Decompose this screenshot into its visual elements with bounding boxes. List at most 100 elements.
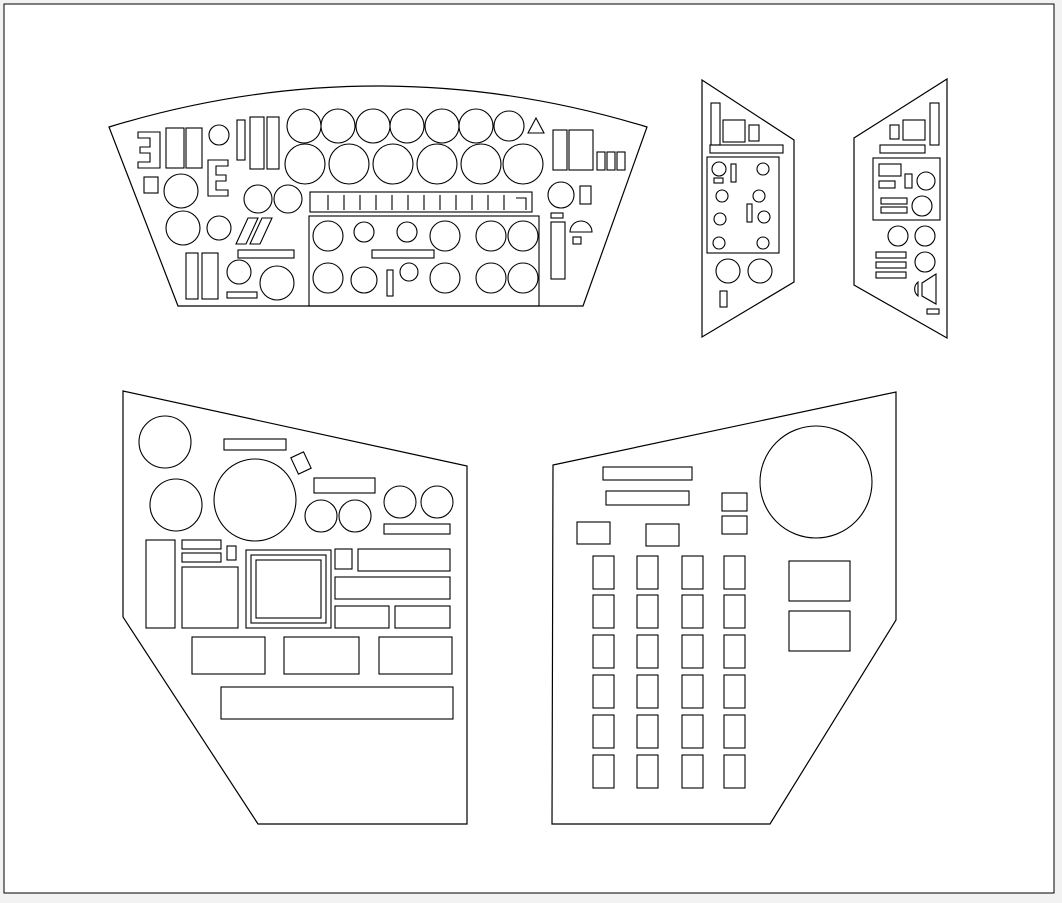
vertical-slot bbox=[266, 116, 280, 170]
central-gauge-cluster bbox=[308, 215, 540, 307]
toggle-switch-slot bbox=[592, 674, 615, 709]
small-switch bbox=[926, 308, 940, 315]
small-switch bbox=[748, 124, 760, 142]
label-strip bbox=[383, 523, 451, 535]
vertical-slot bbox=[165, 127, 185, 169]
label-strip bbox=[875, 261, 907, 269]
vertical-slot bbox=[552, 129, 568, 171]
small-switch bbox=[596, 151, 606, 171]
toggle-switch-slot bbox=[636, 555, 659, 590]
large-gauge bbox=[416, 143, 458, 185]
large-gauge bbox=[502, 143, 544, 185]
label-strip bbox=[226, 291, 258, 299]
side-console-lower-right bbox=[551, 391, 897, 825]
small-switch bbox=[904, 173, 913, 189]
label-strip bbox=[605, 490, 690, 506]
small-switch bbox=[746, 203, 753, 223]
small-gauge bbox=[353, 221, 375, 243]
display-box bbox=[357, 548, 451, 572]
vertical-slot bbox=[249, 116, 265, 170]
label-strip bbox=[709, 144, 784, 154]
display-box bbox=[191, 636, 266, 675]
gauge bbox=[887, 225, 909, 247]
large-gauge bbox=[328, 143, 370, 185]
display-box bbox=[283, 636, 360, 675]
toggle-switch-slot bbox=[636, 714, 659, 749]
small-switch bbox=[719, 290, 728, 308]
gauge bbox=[259, 265, 295, 301]
gauge bbox=[475, 220, 507, 252]
small-gauge bbox=[916, 171, 936, 191]
inner-subpanel bbox=[872, 157, 941, 221]
toggle-switch-slot bbox=[681, 754, 704, 789]
vertical-slot bbox=[550, 221, 566, 280]
toggle-switch-slot bbox=[592, 634, 615, 669]
large-gauge bbox=[372, 143, 414, 185]
small-gauge bbox=[396, 221, 418, 243]
small-switch bbox=[721, 515, 748, 535]
gauge bbox=[312, 220, 344, 252]
small-switch bbox=[880, 197, 908, 205]
gauge bbox=[458, 108, 494, 144]
small-gauge bbox=[757, 210, 771, 224]
small-switch bbox=[181, 539, 222, 550]
side-console-upper-a bbox=[701, 78, 795, 339]
display-box bbox=[378, 636, 453, 675]
toggle-switch-slot bbox=[636, 594, 659, 629]
label-strip bbox=[875, 251, 907, 259]
toggle-switch-slot bbox=[681, 594, 704, 629]
main-instrument-panel bbox=[108, 85, 648, 307]
large-gauge bbox=[759, 425, 873, 539]
display-box bbox=[334, 576, 451, 600]
small-switch bbox=[579, 185, 592, 205]
slanted-switch bbox=[290, 451, 312, 475]
gauge bbox=[273, 184, 303, 214]
label-strip bbox=[879, 144, 926, 154]
vertical-slot bbox=[145, 539, 176, 629]
toggle-switch-slot bbox=[681, 714, 704, 749]
toggle-switch-slot bbox=[723, 714, 746, 749]
small-square-switch bbox=[143, 176, 159, 194]
inner-subpanel bbox=[706, 156, 780, 254]
side-console-outline bbox=[853, 77, 948, 340]
small-switch bbox=[226, 545, 237, 561]
small-gauge bbox=[208, 124, 230, 146]
small-switch bbox=[889, 124, 900, 140]
small-switch bbox=[572, 236, 582, 245]
toggle-switch-slot bbox=[592, 594, 615, 629]
small-switch bbox=[880, 206, 908, 214]
toggle-switch-slot bbox=[636, 674, 659, 709]
e-shaped-cutout bbox=[207, 159, 229, 197]
gauge bbox=[138, 415, 192, 469]
vertical-slot bbox=[929, 102, 940, 146]
horn-shape bbox=[921, 272, 937, 305]
small-gauge bbox=[206, 215, 232, 241]
gauge bbox=[149, 478, 203, 532]
small-switch bbox=[878, 180, 896, 189]
half-dial bbox=[569, 220, 593, 233]
label-strip bbox=[313, 477, 376, 494]
small-switch bbox=[576, 521, 611, 545]
small-switch bbox=[721, 492, 748, 512]
display-box bbox=[788, 610, 851, 652]
label-strip bbox=[550, 212, 564, 219]
side-console-outline bbox=[701, 78, 795, 339]
small-gauge bbox=[399, 262, 419, 282]
vertical-slot bbox=[386, 269, 394, 297]
toggle-switch-slot bbox=[592, 714, 615, 749]
gauge bbox=[383, 485, 417, 519]
toggle-switch-slot bbox=[723, 634, 746, 669]
small-gauge bbox=[756, 162, 770, 176]
gauge bbox=[420, 485, 454, 519]
vertical-slot bbox=[201, 252, 219, 300]
vertical-slot bbox=[185, 127, 203, 169]
small-gauge bbox=[226, 259, 252, 285]
screen-frame-inner bbox=[255, 559, 322, 619]
toggle-switch-slot bbox=[681, 674, 704, 709]
gauge bbox=[312, 262, 344, 294]
display-box bbox=[394, 605, 451, 629]
small-gauge bbox=[911, 195, 933, 217]
gauge bbox=[350, 266, 378, 294]
